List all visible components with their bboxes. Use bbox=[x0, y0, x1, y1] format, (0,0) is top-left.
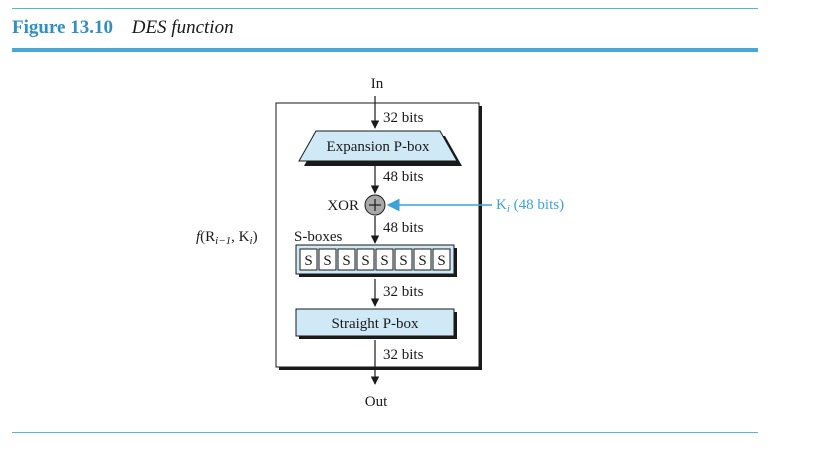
sbox-cell-label: S bbox=[437, 253, 445, 269]
sbox-cell bbox=[337, 248, 356, 271]
sbox-cell bbox=[299, 248, 318, 271]
sbox-cell-label: S bbox=[361, 253, 369, 269]
output-label: Out bbox=[365, 394, 388, 410]
sbox-cell bbox=[413, 248, 432, 271]
key-label: Ki (48 bits) bbox=[496, 197, 564, 215]
sbox-cell bbox=[356, 248, 375, 271]
sbox-cell-label: S bbox=[304, 253, 312, 269]
sbox-cell bbox=[318, 248, 337, 271]
top-rule bbox=[12, 8, 758, 9]
figure-caption: Figure 13.10 DES function bbox=[12, 16, 234, 40]
xor-label: XOR bbox=[327, 198, 359, 214]
bottom-rule bbox=[12, 432, 758, 433]
bits-in-label: 32 bits bbox=[383, 110, 424, 126]
expansion-p-box-label: Expansion P-box bbox=[327, 139, 430, 155]
bits-after-sboxes-label: 32 bits bbox=[383, 284, 424, 300]
input-label: In bbox=[371, 76, 384, 92]
sbox-cell-label: S bbox=[399, 253, 407, 269]
sbox-cell-label: S bbox=[380, 253, 388, 269]
expansion-p-box: Expansion P-box bbox=[298, 130, 462, 166]
sbox-cell bbox=[394, 248, 413, 271]
figure-title: DES function bbox=[131, 17, 234, 38]
straight-p-box: Straight P-box bbox=[295, 308, 457, 339]
figure-number: Figure 13.10 bbox=[12, 17, 113, 38]
bits-after-expansion-label: 48 bits bbox=[383, 169, 424, 185]
bits-out-label: 32 bits bbox=[383, 347, 424, 363]
sboxes-label: S-boxes bbox=[294, 229, 342, 245]
straight-p-box-label: Straight P-box bbox=[331, 316, 419, 332]
sbox-cell-label: S bbox=[323, 253, 331, 269]
sbox-cell-label: S bbox=[418, 253, 426, 269]
sbox-cell bbox=[432, 248, 451, 271]
sbox-cell bbox=[375, 248, 394, 271]
bits-after-xor-label: 48 bits bbox=[383, 220, 424, 236]
header-rule bbox=[12, 48, 758, 52]
sbox-cell-label: S bbox=[342, 253, 350, 269]
xor-node bbox=[364, 194, 386, 216]
function-label: f(Ri−1, Ki) bbox=[196, 229, 258, 247]
